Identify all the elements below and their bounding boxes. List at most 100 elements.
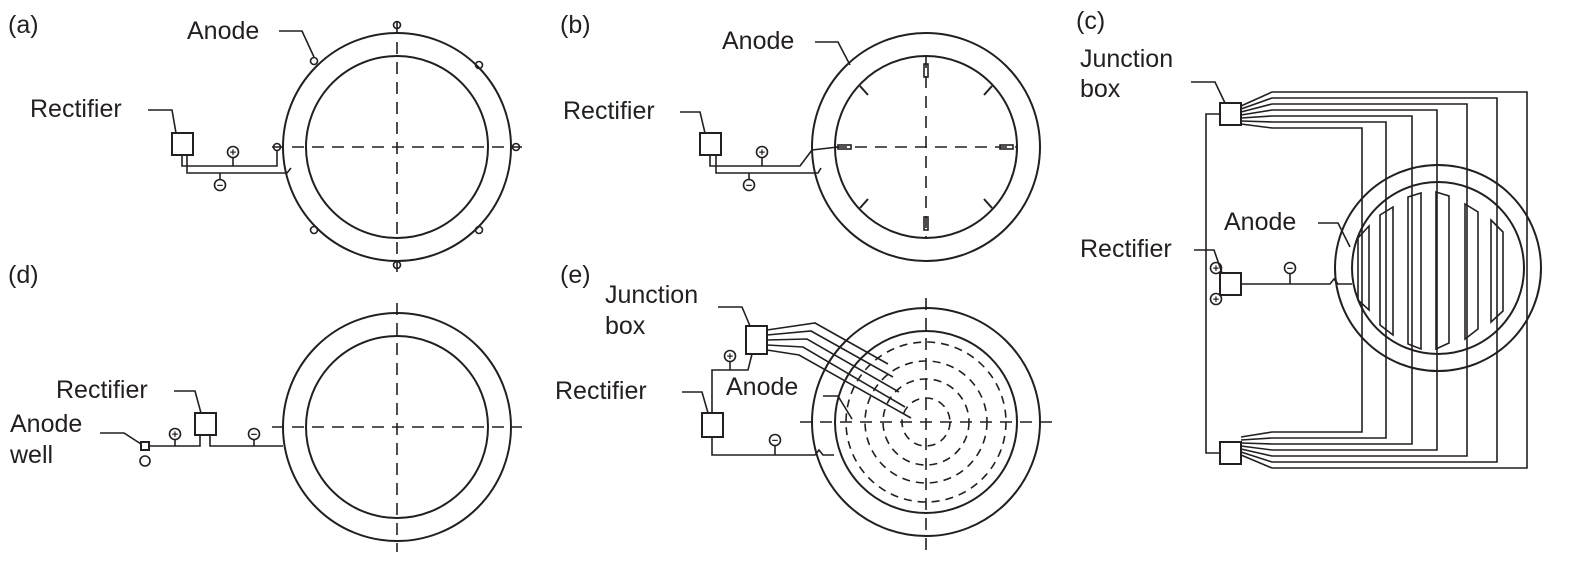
panel-d-letter: (d) <box>8 261 39 289</box>
svg-text:−: − <box>772 435 778 447</box>
positive-cable-a <box>181 151 278 167</box>
cable-bundle-c-top <box>1240 91 1528 469</box>
strip-anode-c-6 <box>1490 218 1504 324</box>
rectifier-box-c <box>1219 272 1242 296</box>
plus-marker-d <box>168 427 182 441</box>
panel-a: (a) + − Rectifier Anode <box>8 11 522 272</box>
panel-d: (d) + − Rectifier Anode well <box>8 261 522 552</box>
strip-anode-c-3 <box>1407 191 1422 351</box>
svg-text:+: + <box>1213 294 1219 306</box>
ring-anode-e-3 <box>882 378 970 466</box>
junction-box-c-top <box>1219 102 1242 126</box>
tank-outer-ring-c <box>1334 164 1542 372</box>
panel-c: (c) Junction box + + <box>1076 7 1542 469</box>
anode-b-bottom <box>923 216 929 231</box>
svg-text:+: + <box>727 351 733 363</box>
panel-e: (e) + − Junction box Rectifier Anode <box>555 261 1052 552</box>
junction-box-c-bottom <box>1219 441 1242 465</box>
svg-text:−: − <box>746 180 752 192</box>
ring-anode-e-2 <box>864 360 988 484</box>
negative-cable-e <box>711 437 834 456</box>
cable-bundle-e <box>766 322 912 419</box>
junction-label-e-line2: box <box>605 312 646 340</box>
panel-a-letter: (a) <box>8 11 39 39</box>
svg-text:+: + <box>759 147 765 159</box>
ring-anode-e-1 <box>845 341 1007 503</box>
strip-anode-c-4 <box>1435 190 1450 351</box>
anode-well-box-d <box>140 441 150 451</box>
rectifier-label-e: Rectifier <box>555 377 647 405</box>
rectifier-label-a: Rectifier <box>30 95 122 123</box>
strip-anode-c-2 <box>1379 205 1394 337</box>
panel-c-letter: (c) <box>1076 7 1105 35</box>
plus-marker-e <box>723 349 737 363</box>
rectifier-label-c: Rectifier <box>1080 235 1172 263</box>
anode-well-d <box>139 455 151 467</box>
tank-inner-ring-e <box>834 330 1018 514</box>
minus-marker-b <box>742 178 756 192</box>
tank-inner-ring-c <box>1351 181 1525 355</box>
negative-cable-a <box>186 155 292 174</box>
svg-text:−: − <box>217 180 223 192</box>
panel-b-letter: (b) <box>560 11 591 39</box>
svg-text:+: + <box>230 147 236 159</box>
minus-marker-d <box>247 427 261 441</box>
rectifier-box-a <box>171 132 194 156</box>
anode-label-e: Anode <box>726 373 798 401</box>
anode-label-a: Anode <box>187 17 259 45</box>
anode-a-right <box>511 142 521 152</box>
minus-marker-c <box>1283 261 1297 275</box>
panel-e-letter: (e) <box>560 261 591 289</box>
minus-marker-a <box>213 178 227 192</box>
anode-a-br <box>474 225 484 235</box>
panel-b: (b) + − Rectifier Anode <box>560 11 1041 262</box>
plus-marker-c-top <box>1209 261 1223 275</box>
anode-label-c: Anode <box>1224 208 1296 236</box>
rectifier-box-e <box>701 412 724 438</box>
anode-b-tl <box>859 85 869 96</box>
rectifier-box-b <box>699 132 722 156</box>
rectifier-box-d <box>194 412 217 436</box>
tank-outer-ring-b <box>811 32 1041 262</box>
anode-a-bl <box>309 225 319 235</box>
junction-label-e-line1: Junction <box>605 281 698 309</box>
svg-text:+: + <box>1213 263 1219 275</box>
rectifier-label-b: Rectifier <box>563 97 655 125</box>
anode-a-bottom <box>392 260 402 270</box>
negative-cable-d <box>209 435 283 447</box>
return-wire-c <box>1205 113 1220 454</box>
plus-marker-c-bottom <box>1209 292 1223 306</box>
anode-b-right <box>999 144 1014 150</box>
svg-text:−: − <box>251 429 257 441</box>
minus-marker-e <box>768 433 782 447</box>
negative-cable-b <box>715 155 822 174</box>
positive-cable-b <box>709 146 839 167</box>
ring-anode-e-4 <box>901 397 951 447</box>
svg-text:+: + <box>172 429 178 441</box>
anode-b-tr <box>983 85 993 96</box>
anode-b-bl <box>859 198 869 209</box>
tank-inner-ring-d <box>305 335 489 519</box>
anode-a-tr <box>474 60 484 70</box>
junction-label-c-line2: box <box>1080 75 1121 103</box>
junction-label-c-line1: Junction <box>1080 45 1173 73</box>
anode-b-br <box>983 198 993 209</box>
plus-marker-a <box>226 145 240 159</box>
negative-cable-c <box>1241 277 1352 285</box>
rectifier-label-d: Rectifier <box>56 376 148 404</box>
strip-anode-c-5 <box>1464 202 1479 341</box>
plus-marker-b <box>755 145 769 159</box>
anode-b-top <box>923 63 929 78</box>
anode-well-label-d-line2: well <box>9 441 53 469</box>
anode-a-tl <box>309 56 319 66</box>
junction-box-e <box>745 325 768 355</box>
strip-anode-c-1 <box>1357 223 1370 312</box>
anode-well-label-d-line1: Anode <box>10 410 82 438</box>
svg-text:−: − <box>1287 263 1293 275</box>
positive-cable-d <box>150 435 201 447</box>
anode-label-b: Anode <box>722 27 794 55</box>
anode-a-left <box>272 142 282 152</box>
tank-inner-ring-a <box>305 55 489 239</box>
anode-a-top <box>392 20 402 30</box>
